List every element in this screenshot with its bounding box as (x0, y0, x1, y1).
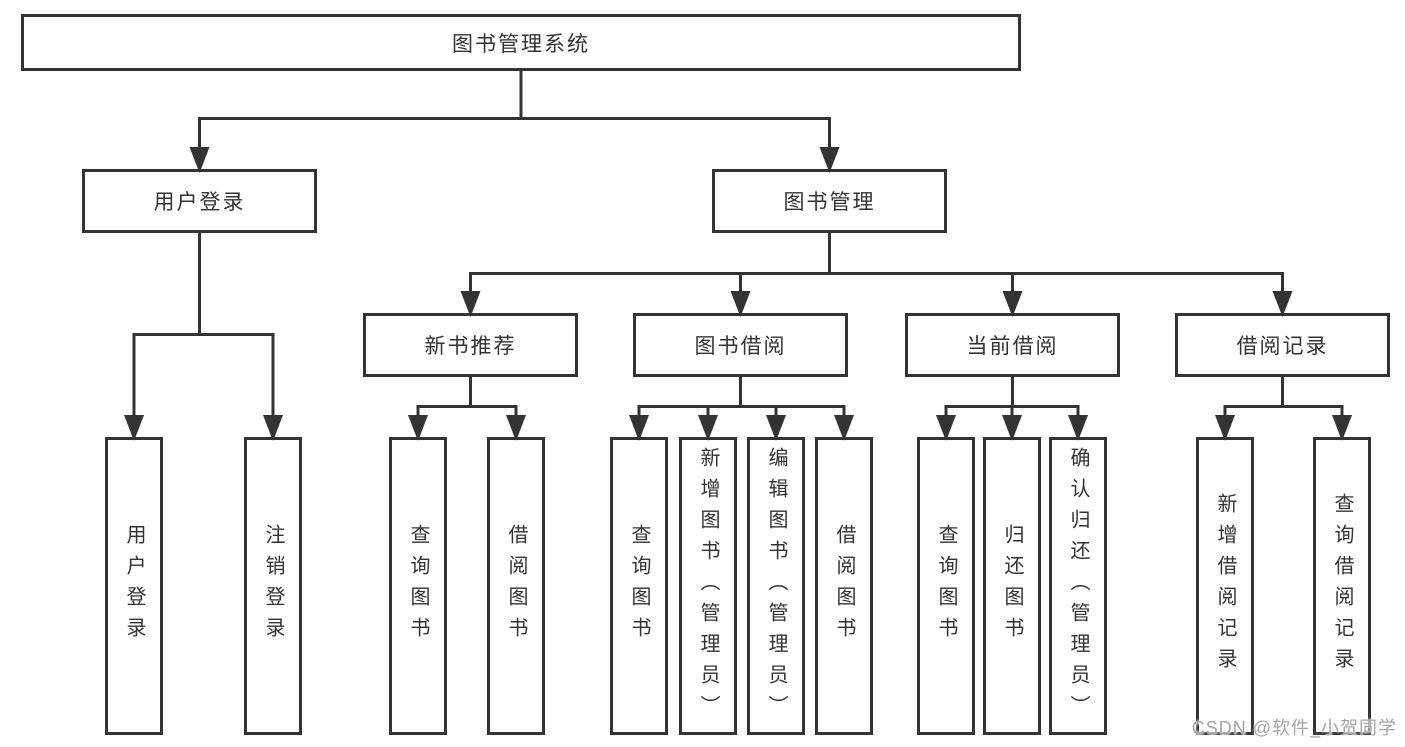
leaf-logout: 注销登录 (244, 437, 302, 735)
leaf-new-books-borrow: 借阅图书 (487, 437, 545, 735)
watermark: CSDN @软件_小贺同学 (1191, 718, 1397, 738)
node-new-books-label: 新书推荐 (424, 335, 517, 358)
leaf-new-books-query: 查询图书 (389, 437, 447, 735)
connector-user-login-children (124, 231, 283, 441)
leaf-borrow-add-label: 新增图书（管理员） (697, 446, 719, 726)
leaf-current-query: 查询图书 (917, 437, 975, 735)
leaf-records-add: 新增借阅记录 (1196, 437, 1254, 735)
leaf-current-query-label: 查询图书 (935, 524, 957, 648)
node-current-borrow: 当前借阅 (905, 313, 1120, 377)
node-borrow-records: 借阅记录 (1175, 313, 1390, 377)
leaf-borrow-query-label: 查询图书 (628, 524, 650, 648)
node-book-mgmt-label: 图书管理 (783, 191, 876, 214)
connector-new-books-children (408, 375, 526, 441)
connector-current-borrow-children (936, 375, 1088, 441)
leaf-borrow-borrow: 借阅图书 (815, 437, 873, 735)
node-borrow-records-label: 借阅记录 (1236, 335, 1329, 358)
leaf-borrow-edit: 编辑图书（管理员） (747, 437, 805, 735)
node-root-label: 图书管理系统 (452, 32, 590, 56)
node-root: 图书管理系统 (21, 14, 1021, 71)
leaf-current-return: 归还图书 (983, 437, 1041, 735)
leaf-logout-label: 注销登录 (262, 524, 284, 648)
leaf-records-query: 查询借阅记录 (1313, 437, 1371, 735)
leaf-current-confirm-return-label: 确认归还（管理员） (1067, 446, 1089, 726)
leaf-borrow-query: 查询图书 (610, 437, 668, 735)
connector-borrow-records-children (1215, 375, 1352, 441)
connector-book-mgmt-to-level3 (460, 231, 1293, 317)
node-user-login-label: 用户登录 (153, 191, 246, 214)
leaf-current-return-label: 归还图书 (1001, 524, 1023, 648)
node-current-borrow-label: 当前借阅 (966, 335, 1059, 358)
leaf-records-add-label: 新增借阅记录 (1214, 493, 1236, 679)
leaf-borrow-edit-label: 编辑图书（管理员） (765, 446, 787, 726)
node-user-login: 用户登录 (82, 169, 317, 233)
node-book-borrow: 图书借阅 (633, 313, 848, 377)
leaf-borrow-add: 新增图书（管理员） (679, 437, 737, 735)
leaf-user-login: 用户登录 (105, 437, 163, 735)
leaf-new-books-query-label: 查询图书 (407, 524, 429, 648)
leaf-user-login-label: 用户登录 (123, 524, 145, 648)
node-new-books: 新书推荐 (363, 313, 578, 377)
connector-root-to-level2 (189, 69, 840, 173)
leaf-new-books-borrow-label: 借阅图书 (505, 524, 527, 648)
node-book-mgmt: 图书管理 (712, 169, 947, 233)
leaf-records-query-label: 查询借阅记录 (1331, 493, 1353, 679)
connector-book-borrow-children (629, 375, 854, 441)
leaf-borrow-borrow-label: 借阅图书 (833, 524, 855, 648)
leaf-current-confirm-return: 确认归还（管理员） (1049, 437, 1107, 735)
node-book-borrow-label: 图书借阅 (694, 335, 787, 358)
